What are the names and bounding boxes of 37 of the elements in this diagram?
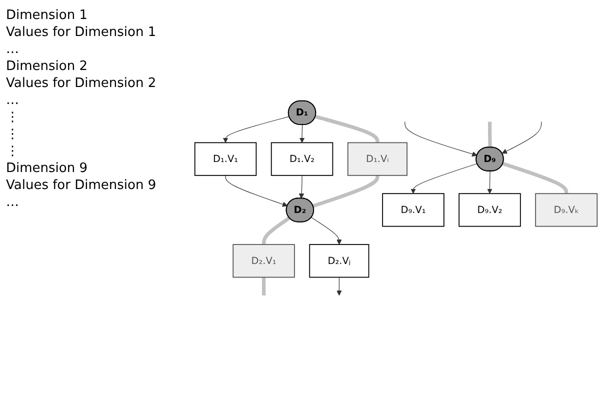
label-text: … (6, 93, 19, 108)
arrow (410, 164, 478, 194)
connector (488, 122, 492, 148)
arrow (336, 277, 342, 296)
connector (502, 162, 568, 194)
label-text: … (6, 195, 19, 210)
label-text: Dimension 1 (6, 8, 88, 23)
label-text: Values for Dimension 9 (6, 178, 156, 193)
arrow (502, 122, 542, 154)
node-box (270, 142, 334, 176)
arrow (311, 217, 342, 246)
label-text: ⋮ (6, 127, 19, 142)
arrow (404, 122, 478, 157)
node-box (458, 193, 521, 228)
arrow (222, 116, 290, 144)
label-text: Dimension 2 (6, 59, 88, 74)
arrow (487, 171, 492, 194)
connector (312, 175, 380, 208)
connector (262, 277, 266, 296)
label-text: Values for Dimension 2 (6, 76, 156, 91)
label-text: ⋮ (6, 110, 19, 125)
node-box (194, 142, 257, 176)
node-box (232, 244, 295, 278)
label-text: Values for Dimension 1 (6, 25, 156, 40)
arrow (298, 175, 304, 199)
node-box (309, 244, 370, 278)
node-box (535, 193, 598, 228)
node-box (347, 142, 408, 176)
label-text: Dimension 9 (6, 161, 88, 176)
node-box (382, 193, 444, 228)
arrow (299, 124, 305, 144)
arrow (225, 175, 288, 208)
connector (314, 115, 380, 144)
connector (262, 216, 290, 246)
label-text: … (6, 42, 19, 57)
label-text: ⋮ (6, 144, 19, 159)
flowchart: D₁ D₁.V₁ D₁.V₂ D₁.Vᵢ D₂ D₂.V₁ D₂.Vⱼ D₉ D₉.V₁ D₉.V₂ D₉.Vₖ (190, 96, 602, 319)
